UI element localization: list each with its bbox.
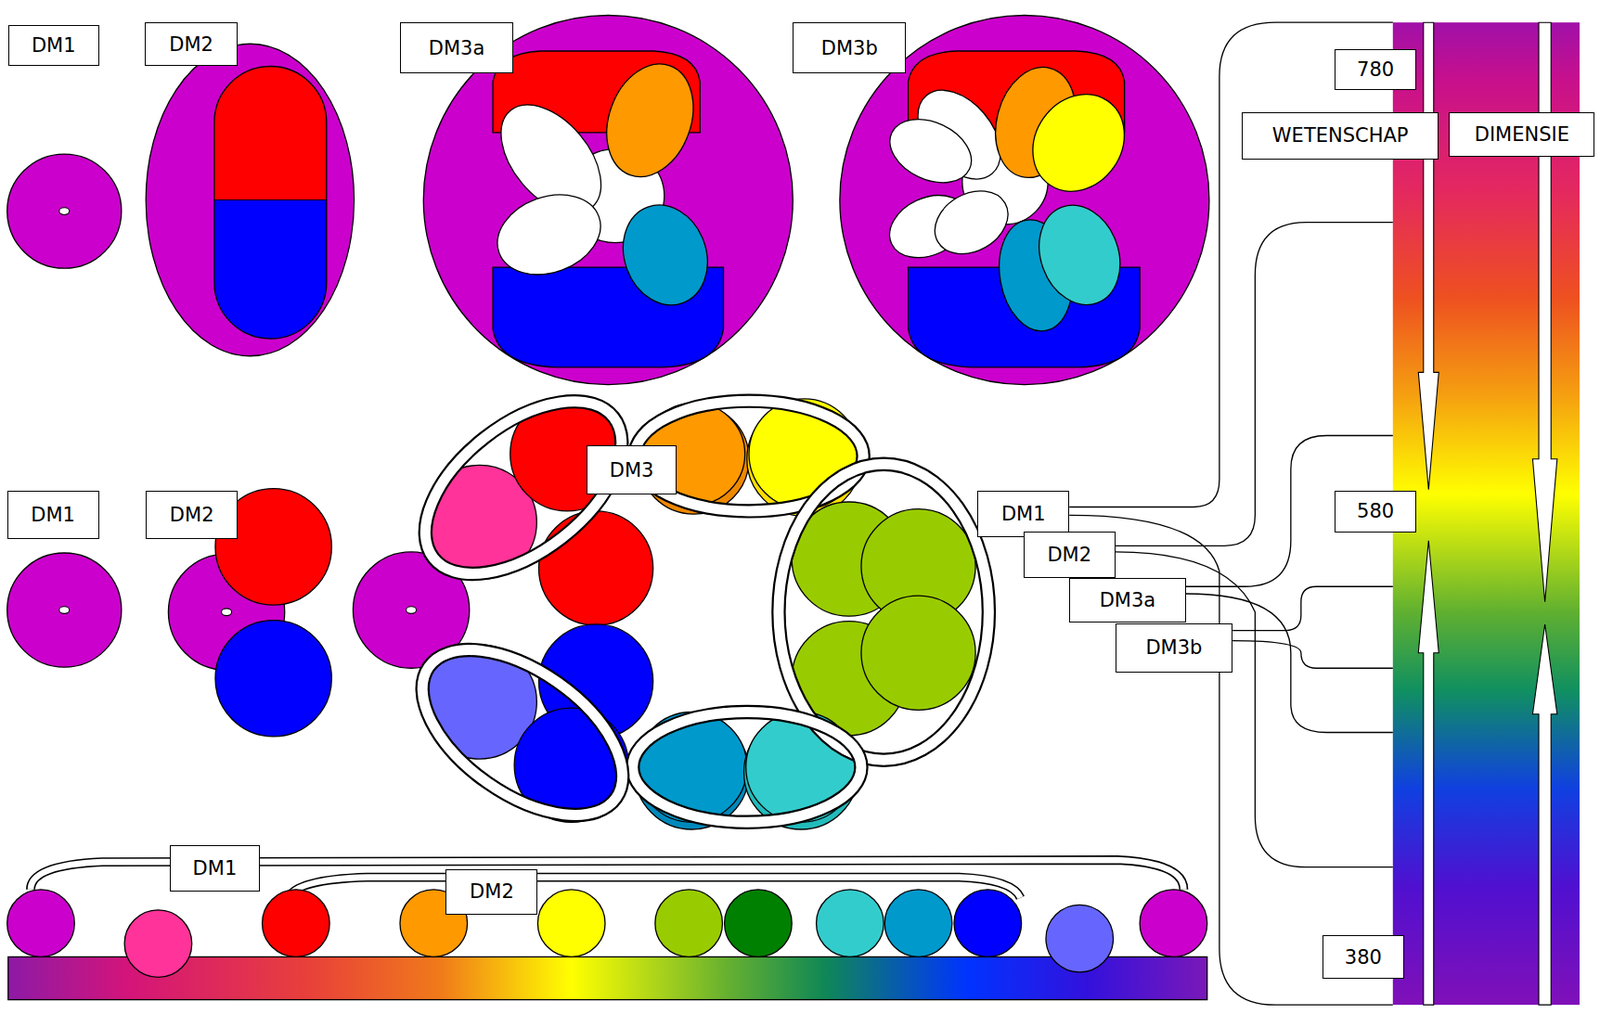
box-label: 580 — [1356, 500, 1394, 523]
box-label: DM1 — [30, 503, 76, 527]
label-box: DM3b — [1115, 623, 1233, 673]
box-label: DM3 — [609, 459, 655, 482]
cell-dm1 — [7, 154, 122, 269]
label-box: DM2 — [1023, 531, 1116, 580]
label-box: DM1 — [977, 490, 1070, 539]
box-label: DM2 — [1046, 543, 1092, 567]
color-dot — [7, 890, 1208, 979]
label-box: DM1 — [8, 25, 100, 66]
label-box: DM2 — [445, 869, 538, 916]
box-label: DM3a — [428, 37, 486, 60]
label-box: WETENSCHAP — [1241, 112, 1439, 160]
label-box: 780 — [1334, 49, 1417, 91]
box-label: WETENSCHAP — [1272, 124, 1409, 147]
spectrum-column — [1393, 22, 1580, 1006]
label-box: DM2 — [145, 490, 238, 540]
box-label: DM1 — [193, 857, 238, 880]
box-label: DM1 — [31, 34, 77, 57]
box-label: DM2 — [168, 33, 214, 56]
label-box: DIMENSIE — [1448, 112, 1595, 157]
range-arrow — [1418, 22, 1558, 1006]
box-label: 780 — [1356, 58, 1394, 81]
box-label: DM2 — [469, 880, 515, 904]
box-label: 380 — [1344, 946, 1382, 969]
label-box: DM1 — [169, 845, 261, 891]
label-box: DM3a — [400, 22, 514, 74]
label-box: 580 — [1334, 490, 1417, 533]
box-label: DM3b — [821, 37, 878, 60]
label-box: DM3b — [792, 22, 906, 74]
label-box: DM2 — [144, 22, 238, 66]
cell-dm2 — [145, 43, 354, 356]
label-box: DM1 — [7, 490, 100, 540]
label-box: DM3a — [1069, 578, 1186, 622]
box-label: DM2 — [169, 503, 215, 527]
spectrum-bar — [8, 956, 1208, 1000]
label-box: 380 — [1322, 935, 1405, 980]
label-box: DM3 — [586, 445, 677, 495]
box-label: DM1 — [1001, 503, 1046, 526]
box-label: DM3b — [1145, 636, 1202, 659]
cell-row — [7, 489, 470, 737]
box-label: DM3a — [1099, 589, 1157, 612]
group-band — [393, 367, 989, 849]
box-label: DIMENSIE — [1474, 123, 1570, 146]
